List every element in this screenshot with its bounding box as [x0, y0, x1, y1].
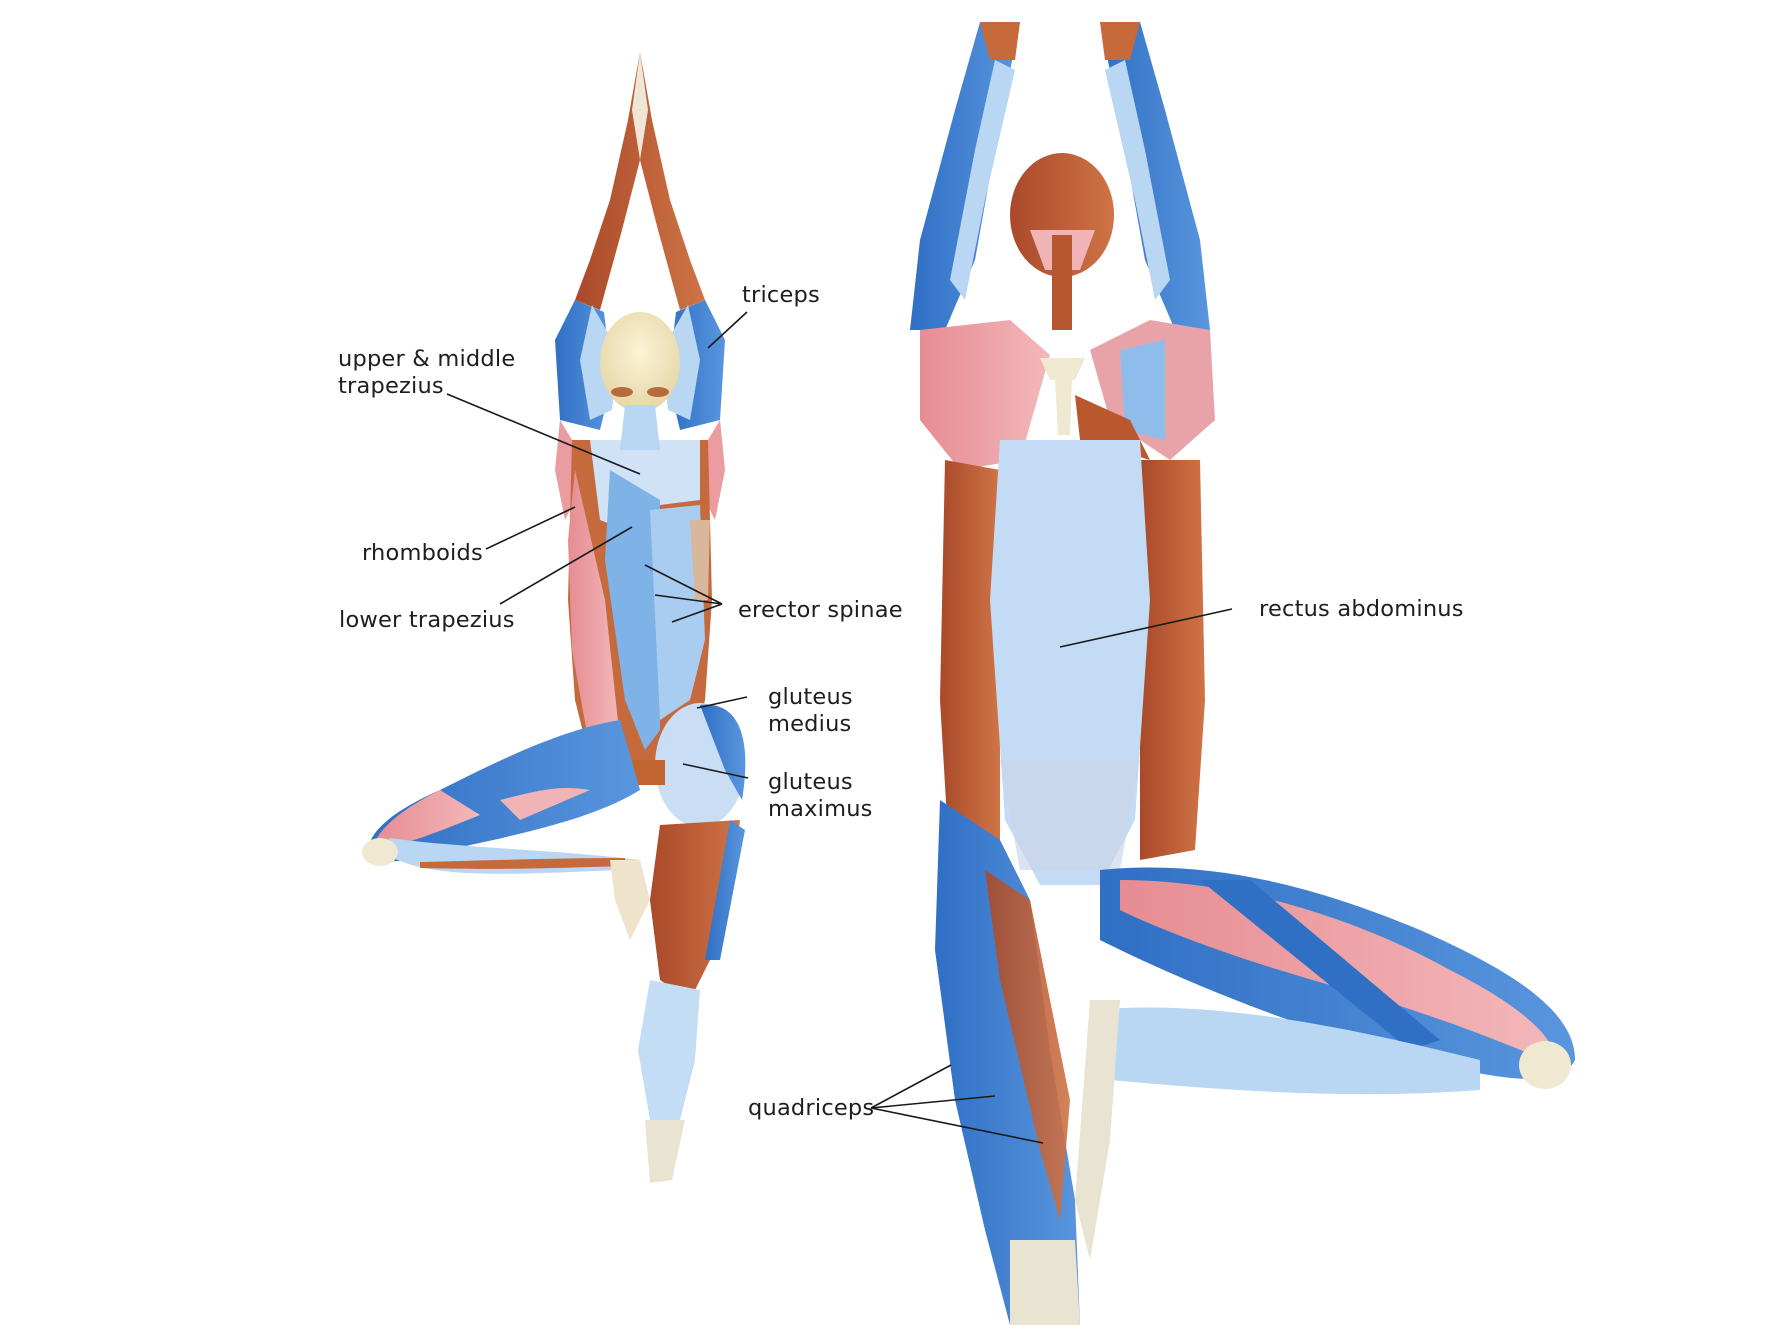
- label-gluteus-maximus-line2: maximus: [768, 796, 873, 822]
- gluteus-maximus-leader-line: [682, 763, 749, 779]
- label-gluteus-medius-line1: gluteus: [768, 684, 853, 710]
- leader-lines: [446, 311, 1233, 1144]
- label-upper-middle-trapezius-line2: trapezius: [338, 373, 444, 399]
- back-view-figure: [362, 52, 746, 1183]
- label-lower-trapezius: lower trapezius: [339, 607, 515, 633]
- rhomboids-leader-line: [485, 506, 576, 550]
- label-upper-middle-trapezius-line1: upper & middle: [338, 346, 516, 372]
- label-erector-spinae: erector spinae: [738, 597, 903, 623]
- label-rhomboids: rhomboids: [362, 540, 483, 566]
- label-gluteus-maximus-line1: gluteus: [768, 769, 853, 795]
- label-quadriceps: quadriceps: [748, 1095, 875, 1121]
- triceps-leader-line: [707, 311, 748, 349]
- rectus-abdominus-leader-line: [1059, 608, 1233, 648]
- label-triceps: triceps: [742, 282, 820, 308]
- lower-trapezius-leader-line: [499, 526, 633, 605]
- front-view-figure: [910, 22, 1575, 1325]
- erector-spinae-leader-lines: [644, 564, 723, 623]
- trapezius-leader-line: [446, 393, 641, 475]
- gluteus-medius-leader-line: [696, 696, 748, 709]
- label-gluteus-medius-line2: medius: [768, 711, 852, 737]
- quadriceps-leader-lines: [870, 1064, 1044, 1144]
- label-rectus-abdominus: rectus abdominus: [1259, 596, 1464, 622]
